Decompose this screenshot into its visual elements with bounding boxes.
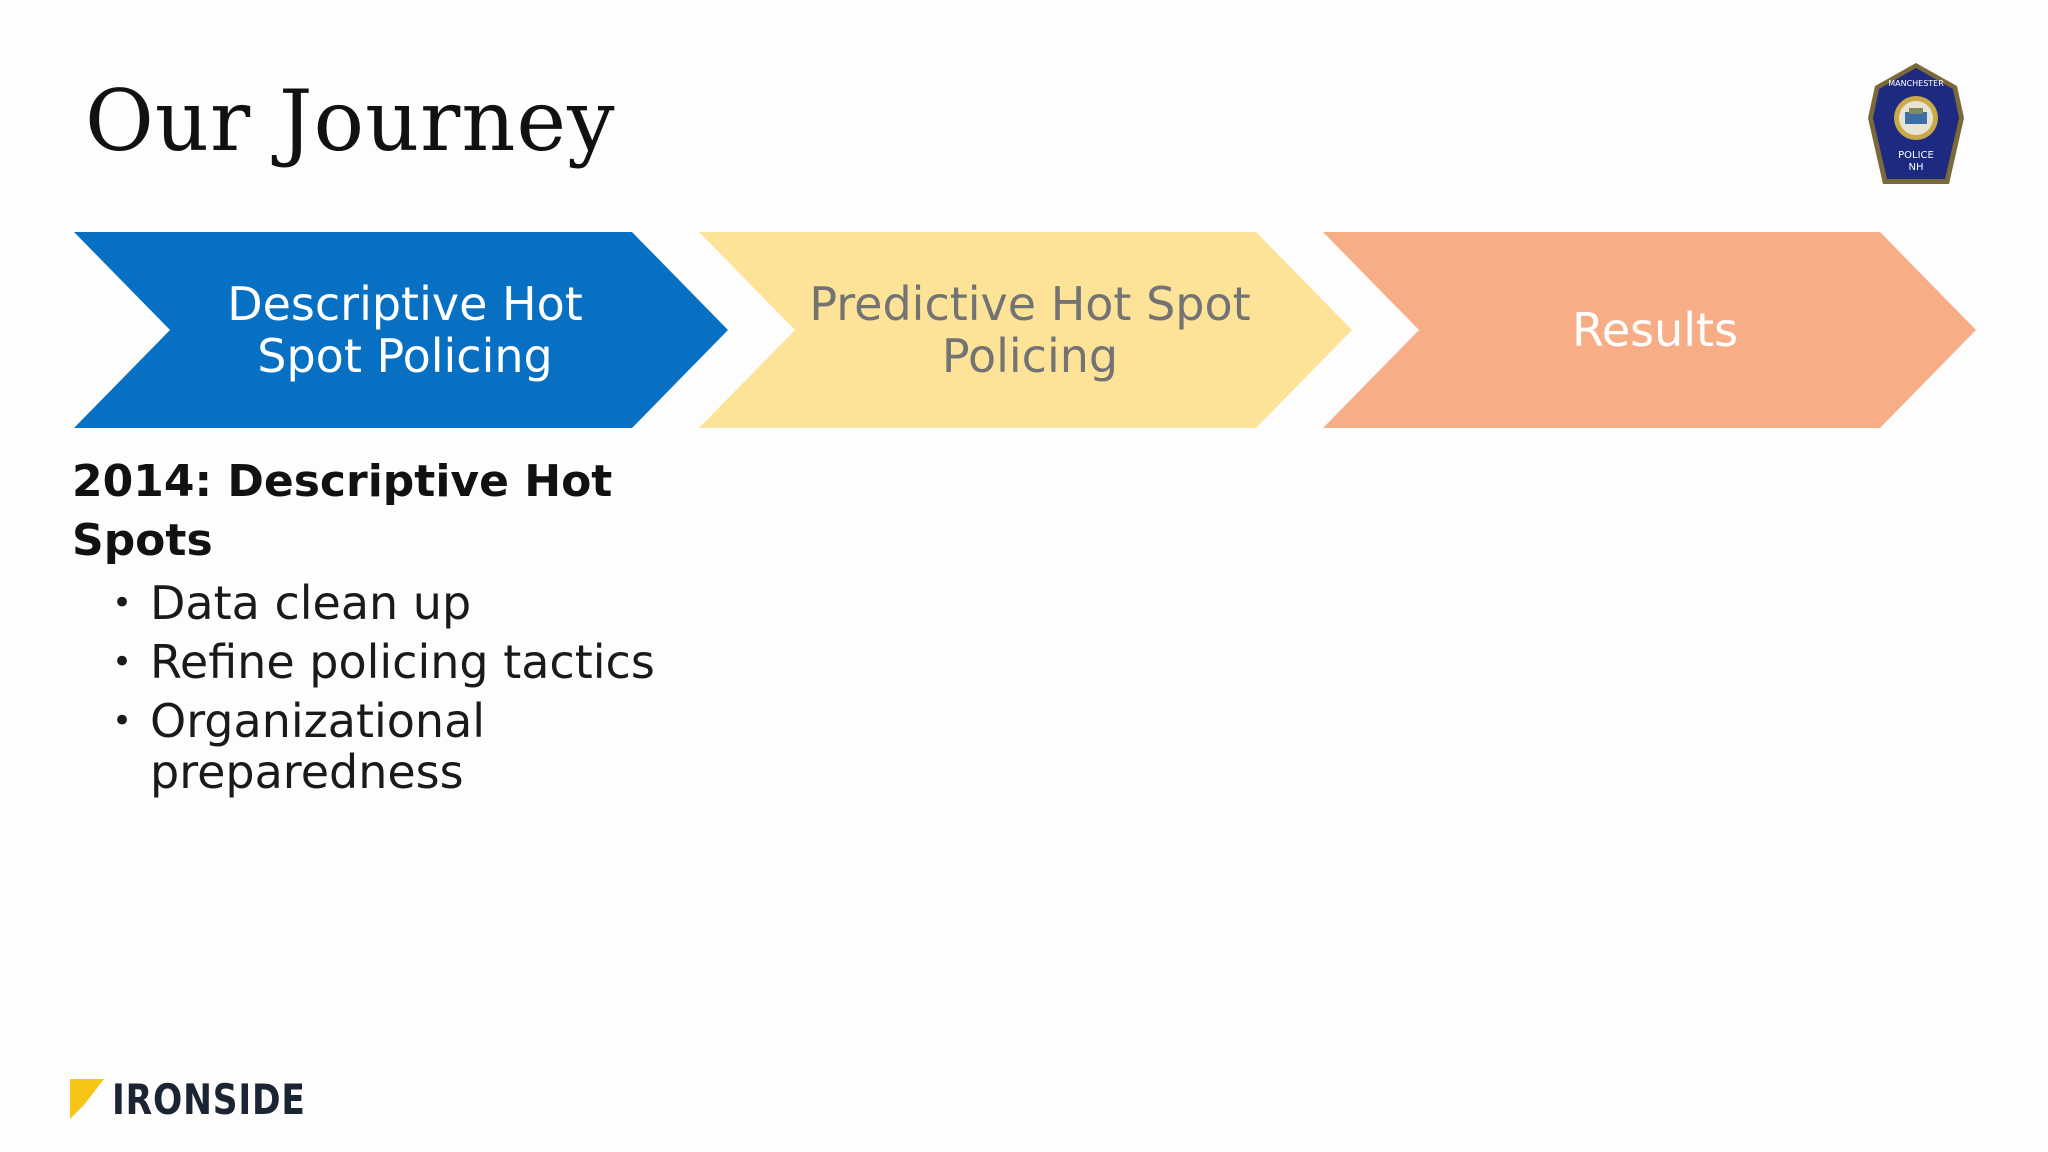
step-label-descriptive: Descriptive Hot Spot Policing bbox=[227, 277, 583, 383]
details-panel: 2014: Descriptive Hot Spots Data clean u… bbox=[72, 452, 672, 798]
details-list-item: Data clean up bbox=[112, 578, 672, 630]
details-list-item: Organizational preparedness bbox=[112, 696, 672, 798]
details-list-item: Refine policing tactics bbox=[112, 637, 672, 689]
badge-top-text: MANCHESTER bbox=[1888, 79, 1944, 88]
chevron-step-2 bbox=[699, 232, 1352, 428]
badge-state-text: NH bbox=[1909, 162, 1924, 173]
chevron-step-3 bbox=[1323, 232, 1976, 428]
police-badge-logo: MANCHESTER POLICE NH bbox=[1868, 63, 1964, 184]
step-label-predictive: Predictive Hot Spot Policing bbox=[809, 277, 1251, 383]
ironside-flag-icon bbox=[70, 1079, 104, 1119]
logo-text: IRONSIDE bbox=[112, 1074, 306, 1124]
chevron-step-1 bbox=[74, 232, 728, 428]
step-label-results: Results bbox=[1571, 303, 1739, 357]
details-list: Data clean up Refine policing tactics Or… bbox=[72, 578, 672, 798]
details-heading: 2014: Descriptive Hot Spots bbox=[72, 456, 613, 566]
ironside-logo: IRONSIDE bbox=[70, 1074, 348, 1124]
slide-title: Our Journey bbox=[85, 72, 616, 170]
badge-bottom-text: POLICE bbox=[1898, 150, 1934, 161]
